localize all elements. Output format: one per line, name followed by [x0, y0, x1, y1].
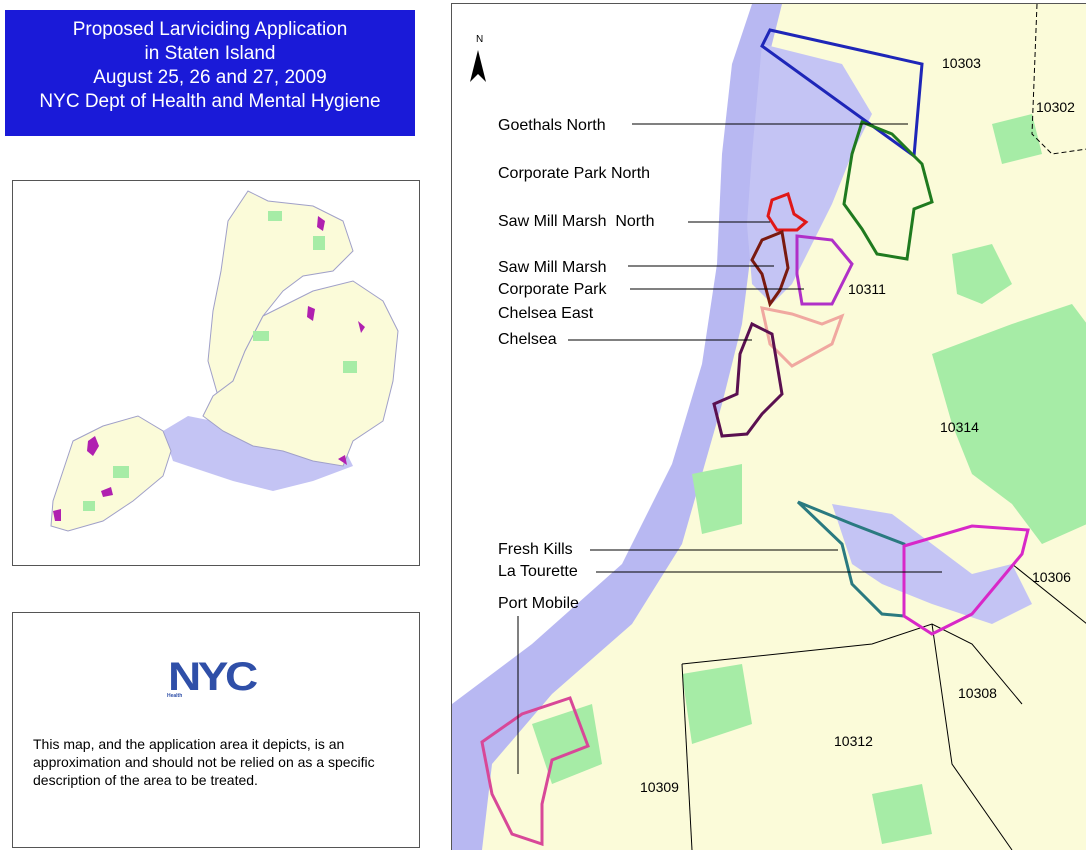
- nyc-health-logo-subtext: Health: [167, 693, 183, 699]
- title-line-3: August 25, 26 and 27, 2009: [93, 67, 327, 88]
- fresh-kills-area: [796, 500, 906, 618]
- nyc-inset-map: [12, 180, 420, 566]
- park-area: [682, 664, 752, 744]
- map-title-box: Proposed Larviciding Application in Stat…: [5, 10, 415, 136]
- inset-staten-island: [50, 415, 172, 532]
- title-line-2: in Staten Island: [144, 43, 276, 64]
- zip-label-10308: 10308: [958, 685, 997, 701]
- corporate-park-north-area: [842, 120, 934, 261]
- la-tourette-area: [902, 524, 1030, 636]
- north-arrow-icon: N: [470, 34, 486, 82]
- title-line-1: Proposed Larviciding Application: [72, 19, 348, 40]
- zip-label-10312: 10312: [834, 733, 873, 749]
- park-area: [932, 304, 1086, 544]
- label-port-mobile: Port Mobile: [498, 595, 579, 612]
- zip-boundary: [931, 623, 1013, 850]
- zip-label-10309: 10309: [640, 779, 679, 795]
- nyc-health-logo: NYC: [168, 655, 258, 699]
- park-area: [532, 704, 602, 784]
- label-corporate-park: Corporate Park: [498, 281, 607, 298]
- label-corporate-park-north: Corporate Park North: [498, 165, 650, 182]
- label-fresh-kills: Fresh Kills: [498, 541, 573, 558]
- inset-queens-brooklyn: [202, 280, 399, 467]
- inset-park: [343, 361, 357, 373]
- zip-label-10302: 10302: [1036, 99, 1075, 115]
- zip-boundary: [681, 663, 693, 850]
- land-area: [482, 4, 1086, 850]
- zip-label-10303: 10303: [942, 55, 981, 71]
- disclaimer-text: This map, and the application area it de…: [33, 736, 375, 788]
- park-area: [992, 114, 1042, 164]
- label-goethals-north: Goethals North: [498, 117, 606, 134]
- label-la-tourette: La Tourette: [498, 563, 578, 580]
- notice-box: NYC Health This map, and the application…: [12, 612, 420, 848]
- inset-treatment-site: [338, 455, 347, 465]
- zip-label-10306: 10306: [1032, 569, 1071, 585]
- park-area: [692, 464, 742, 534]
- inset-park: [113, 466, 129, 478]
- inset-treatment-site: [358, 321, 365, 333]
- label-chelsea-east: Chelsea East: [498, 305, 594, 322]
- main-map: N Goethals North Corporate Park North Sa…: [451, 3, 1086, 850]
- inset-treatment-site: [101, 487, 113, 497]
- park-area: [952, 244, 1012, 304]
- chelsea-area: [712, 321, 784, 438]
- inset-park: [83, 501, 95, 511]
- title-line-4: NYC Dept of Health and Mental Hygiene: [39, 91, 381, 112]
- zip-boundary: [1011, 563, 1086, 624]
- nyc-inset-svg: [50, 190, 399, 532]
- marsh-water: [747, 44, 872, 304]
- park-area: [872, 784, 932, 844]
- north-arrow-letter: N: [476, 34, 483, 45]
- main-map-svg: N Goethals North Corporate Park North Sa…: [452, 4, 1086, 850]
- zip-boundary: [1031, 4, 1086, 155]
- north-arrow-shape: [470, 50, 486, 82]
- inset-park: [313, 236, 325, 250]
- label-saw-mill-marsh: Saw Mill Marsh: [498, 259, 606, 276]
- inset-treatment-site: [307, 306, 315, 321]
- inset-treatment-site: [87, 436, 99, 456]
- inset-park: [253, 331, 269, 341]
- zip-label-10311: 10311: [848, 281, 886, 297]
- label-saw-mill-marsh-north: Saw Mill Marsh North: [498, 213, 654, 230]
- inset-treatment-site: [317, 216, 325, 231]
- inset-park: [268, 211, 282, 221]
- port-mobile-area: [480, 696, 590, 847]
- saw-mill-marsh-area: [750, 229, 790, 308]
- corporate-park-area: [795, 234, 854, 306]
- zip-label-10314: 10314: [940, 419, 979, 435]
- inset-treatment-site: [53, 509, 61, 521]
- saw-mill-marsh-north-area: [766, 192, 809, 232]
- label-chelsea: Chelsea: [498, 331, 557, 348]
